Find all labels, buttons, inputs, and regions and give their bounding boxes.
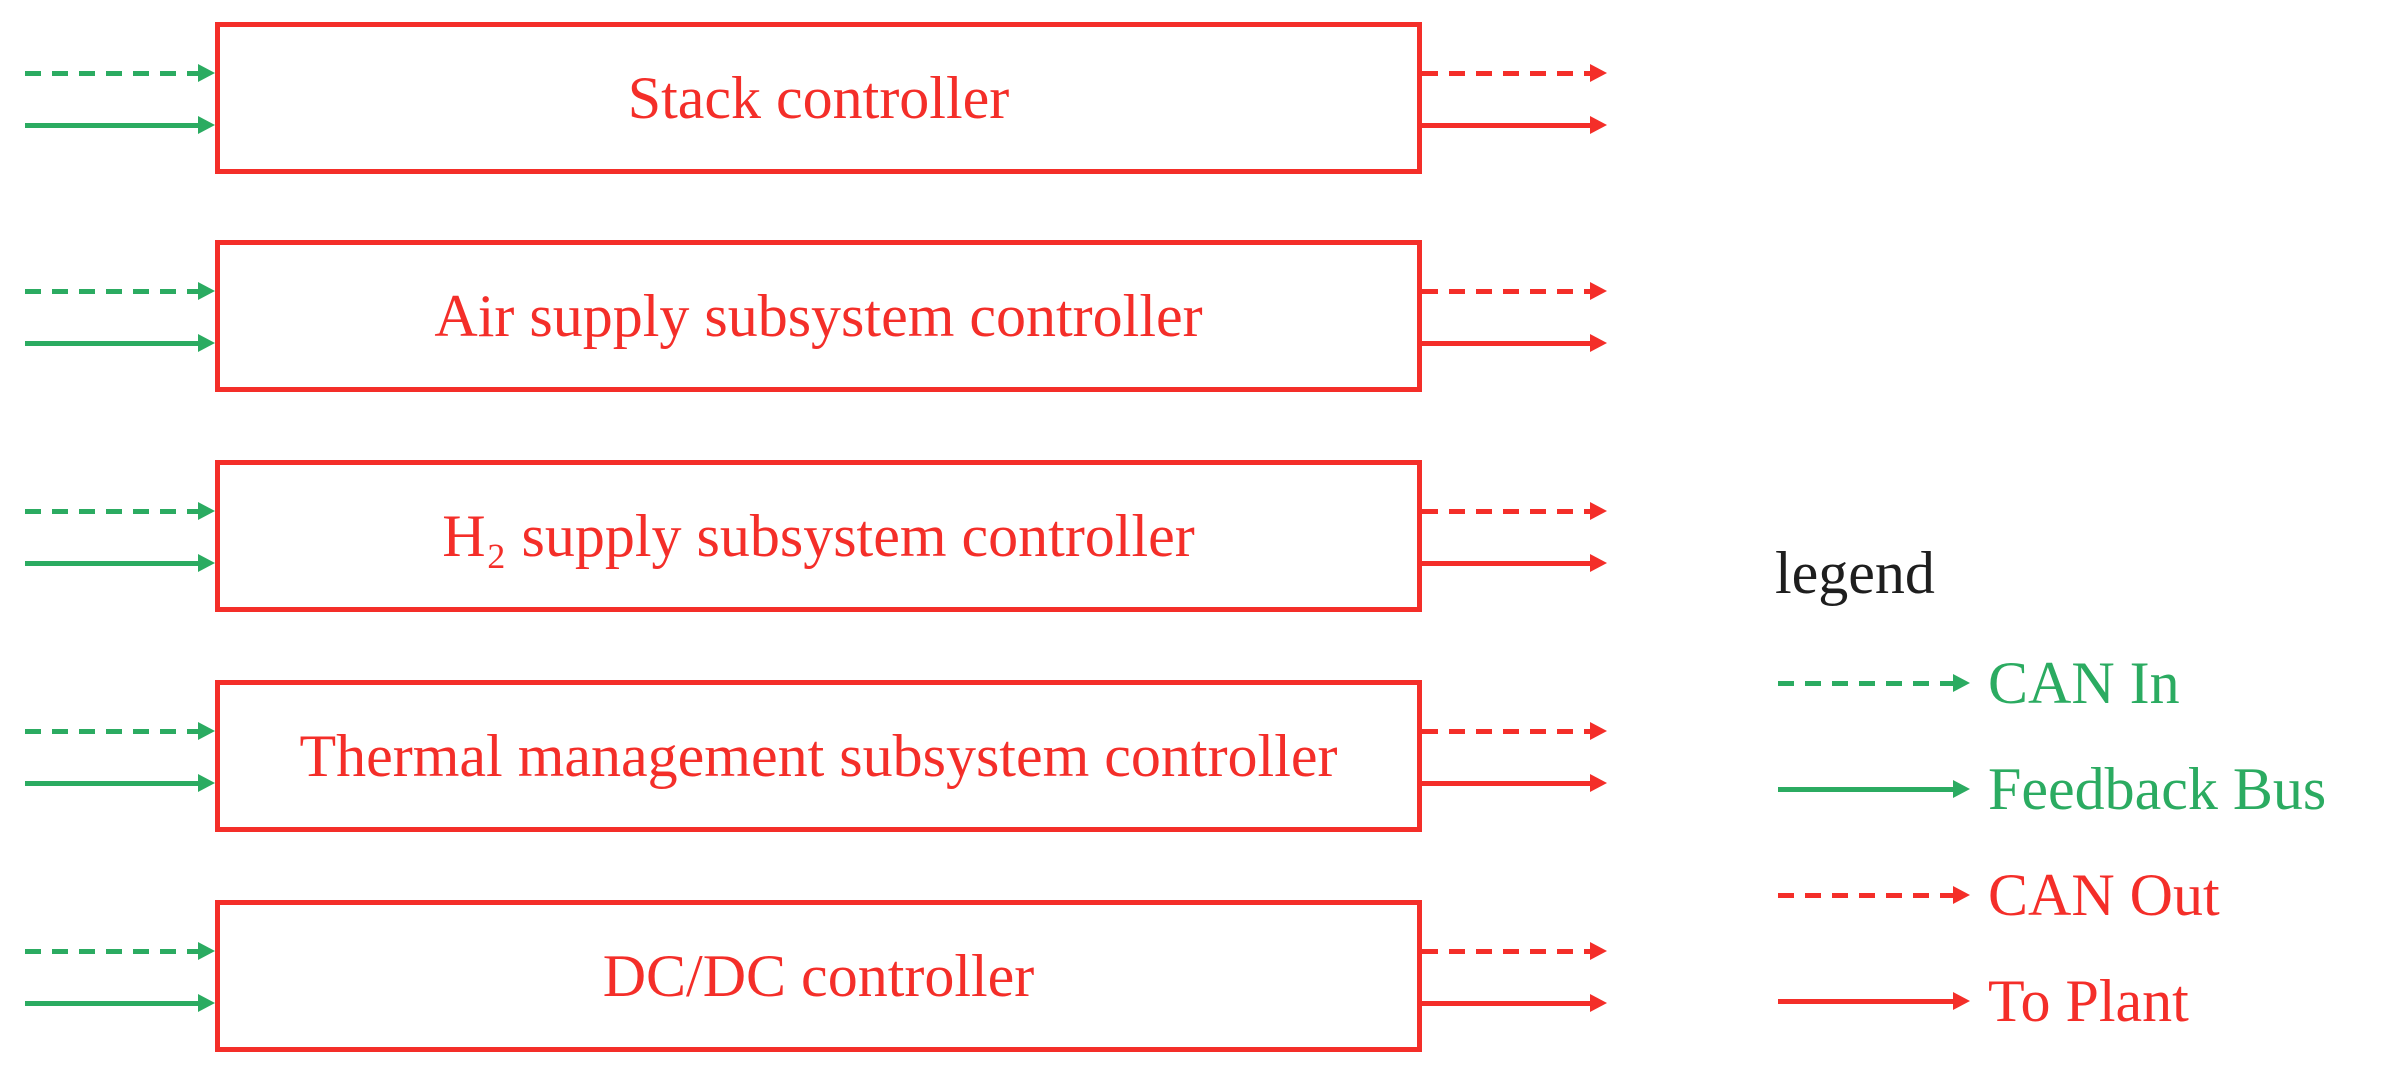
arrow-shaft (1422, 1000, 1590, 1006)
arrow-shaft (1422, 948, 1590, 954)
can-out-arrow (1422, 63, 1607, 83)
arrow-shaft (1422, 122, 1590, 128)
legend-item-can-in: CAN In (1778, 653, 2180, 713)
arrowhead-icon (1953, 674, 1970, 692)
arrow-shaft (25, 780, 198, 786)
arrowhead-icon (1590, 64, 1607, 82)
legend-label: Feedback Bus (1988, 756, 2327, 822)
to-plant-arrow (1422, 773, 1607, 793)
feedback-bus-arrow (25, 115, 215, 135)
legend-label: CAN In (1988, 650, 2180, 716)
arrow-shaft (1422, 288, 1590, 294)
controller-label: Air supply subsystem controller (434, 283, 1203, 349)
arrow-shaft (25, 508, 198, 514)
can-in-arrow (1778, 673, 1970, 693)
legend-item-can-out: CAN Out (1778, 865, 2220, 925)
arrow-shaft (1422, 70, 1590, 76)
arrow-shaft (25, 728, 198, 734)
can-in-arrow (25, 501, 215, 521)
arrowhead-icon (198, 64, 215, 82)
controller-label: Thermal management subsystem controller (299, 723, 1338, 789)
arrow-shaft (25, 560, 198, 566)
arrowhead-icon (1953, 992, 1970, 1010)
to-plant-arrow (1422, 993, 1607, 1013)
can-out-arrow (1778, 885, 1970, 905)
can-out-arrow (1422, 501, 1607, 521)
can-in-arrow (25, 721, 215, 741)
arrowhead-icon (1590, 722, 1607, 740)
can-out-arrow (1422, 281, 1607, 301)
arrowhead-icon (1590, 116, 1607, 134)
arrowhead-icon (198, 942, 215, 960)
arrowhead-icon (1590, 282, 1607, 300)
to-plant-arrow (1422, 333, 1607, 353)
arrow-shaft (1778, 680, 1953, 686)
arrow-shaft (1422, 340, 1590, 346)
to-plant-arrow (1422, 115, 1607, 135)
arrowhead-icon (198, 722, 215, 740)
controller-box-stack-controller: Stack controller (215, 22, 1422, 174)
to-plant-arrow (1778, 991, 1970, 1011)
controller-label: DC/DC controller (602, 943, 1035, 1009)
legend-label: CAN Out (1988, 862, 2220, 928)
arrow-shaft (25, 70, 198, 76)
to-plant-arrow (1422, 553, 1607, 573)
arrow-shaft (1778, 786, 1953, 792)
arrow-shaft (25, 288, 198, 294)
arrow-shaft (25, 948, 198, 954)
can-out-arrow (1422, 721, 1607, 741)
arrowhead-icon (198, 116, 215, 134)
controller-box-dc-dc-controller: DC/DC controller (215, 900, 1422, 1052)
arrow-shaft (1778, 892, 1953, 898)
arrowhead-icon (198, 502, 215, 520)
arrowhead-icon (1953, 780, 1970, 798)
arrow-shaft (1778, 998, 1953, 1004)
can-in-arrow (25, 281, 215, 301)
arrow-shaft (25, 1000, 198, 1006)
arrow-shaft (1422, 728, 1590, 734)
controller-box-h-supply-subsystem-controller: H₂ supply subsystem controller (215, 460, 1422, 612)
arrow-shaft (1422, 780, 1590, 786)
arrow-shaft (25, 122, 198, 128)
arrowhead-icon (198, 282, 215, 300)
legend-item-to-plant: To Plant (1778, 971, 2189, 1031)
controller-label: Stack controller (627, 65, 1010, 131)
arrow-shaft (25, 340, 198, 346)
feedback-bus-arrow (25, 333, 215, 353)
arrowhead-icon (1953, 886, 1970, 904)
feedback-bus-arrow (1778, 779, 1970, 799)
arrowhead-icon (1590, 994, 1607, 1012)
arrowhead-icon (1590, 942, 1607, 960)
arrowhead-icon (198, 334, 215, 352)
arrow-shaft (1422, 560, 1590, 566)
arrowhead-icon (198, 994, 215, 1012)
arrow-shaft (1422, 508, 1590, 514)
feedback-bus-arrow (25, 553, 215, 573)
legend-title: legend (1775, 540, 1935, 606)
can-in-arrow (25, 63, 215, 83)
can-in-arrow (25, 941, 215, 961)
can-out-arrow (1422, 941, 1607, 961)
arrowhead-icon (198, 774, 215, 792)
feedback-bus-arrow (25, 773, 215, 793)
arrowhead-icon (1590, 554, 1607, 572)
controller-box-air-supply-subsystem-controller: Air supply subsystem controller (215, 240, 1422, 392)
controller-label: H₂ supply subsystem controller (442, 503, 1195, 569)
arrowhead-icon (1590, 334, 1607, 352)
feedback-bus-arrow (25, 993, 215, 1013)
arrowhead-icon (1590, 502, 1607, 520)
arrowhead-icon (1590, 774, 1607, 792)
controller-box-thermal-management-subsystem-controller: Thermal management subsystem controller (215, 680, 1422, 832)
legend-item-feedback-bus: Feedback Bus (1778, 759, 2326, 819)
legend-label: To Plant (1988, 968, 2189, 1034)
arrowhead-icon (198, 554, 215, 572)
